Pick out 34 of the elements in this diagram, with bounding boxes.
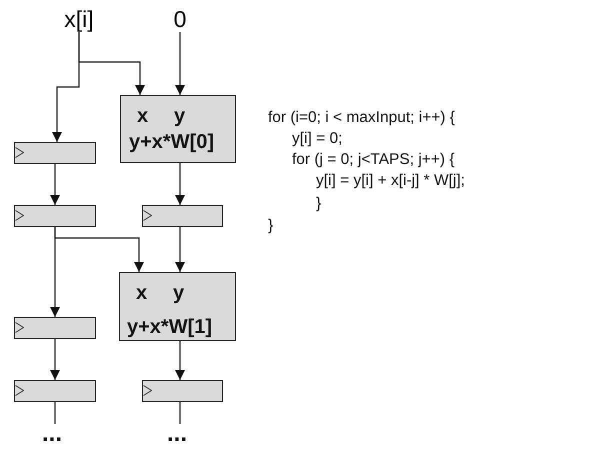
- register-box: [142, 380, 223, 402]
- input-label: 0: [172, 6, 188, 32]
- register-box: [14, 380, 96, 402]
- ellipsis: ...: [42, 422, 62, 446]
- register-box: [14, 205, 96, 227]
- code-line: for (j = 0; j<TAPS; j++) {: [292, 152, 455, 168]
- code-line: }: [316, 196, 322, 212]
- arrow: [78, 32, 145, 95]
- processing-element-box: [120, 95, 236, 163]
- register-box: [14, 317, 96, 339]
- arrow: [54, 227, 144, 272]
- code-line: for (i=0; i < maxInput; i++) {: [268, 110, 455, 126]
- arrow: [175, 227, 185, 272]
- arrow: [50, 339, 60, 380]
- arrow: [175, 163, 185, 205]
- connector-line: [179, 402, 181, 424]
- formula-text: y+x*W[0]: [129, 132, 214, 152]
- ellipsis: ...: [167, 422, 188, 446]
- arrow: [50, 164, 60, 205]
- arrow: [175, 32, 185, 95]
- port-label: y: [174, 106, 186, 126]
- code-line: y[i] = 0;: [292, 131, 342, 146]
- register-box: [142, 205, 223, 227]
- connector-line: [54, 402, 56, 424]
- input-label: x[i]: [62, 6, 96, 32]
- code-line: y[i] = y[i] + x[i-j] * W[j];: [316, 173, 465, 188]
- formula-text: y+x*W[1]: [127, 317, 212, 337]
- port-label: y: [173, 283, 184, 303]
- port-label: x: [136, 283, 148, 303]
- arrow: [175, 341, 185, 380]
- processing-element-box: [119, 272, 236, 341]
- port-label: x: [137, 106, 148, 126]
- register-box: [14, 142, 96, 164]
- code-line: }: [268, 218, 274, 234]
